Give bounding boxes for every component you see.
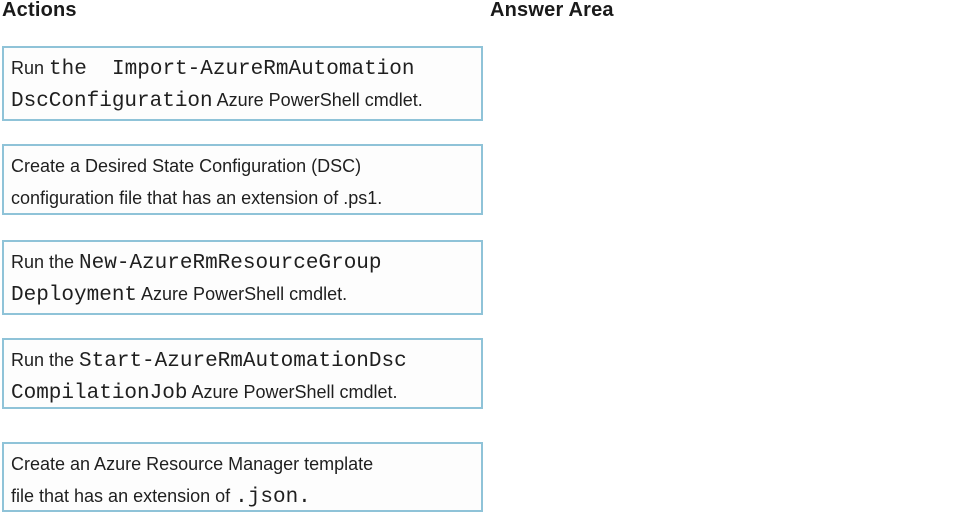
action-text-line: Run the New-AzureRmResourceGroup bbox=[11, 247, 474, 279]
action-text-segment: Azure PowerShell cmdlet. bbox=[212, 90, 423, 110]
action-text-line: Deployment Azure PowerShell cmdlet. bbox=[11, 279, 474, 311]
action-text-segment-cmdlet: .json. bbox=[235, 486, 311, 509]
action-text-line: Run the Start-AzureRmAutomationDsc bbox=[11, 345, 474, 377]
action-text-segment-cmdlet: the Import-AzureRmAutomation bbox=[49, 58, 415, 81]
actions-column-header: Actions bbox=[2, 0, 77, 21]
action-text-segment: Azure PowerShell cmdlet. bbox=[187, 382, 398, 402]
action-text-segment-cmdlet: DscConfiguration bbox=[11, 90, 213, 113]
action-text-line: configuration file that has an extension… bbox=[11, 183, 474, 215]
action-text-segment-cmdlet: CompilationJob bbox=[11, 382, 188, 405]
answer-area-drop-region[interactable] bbox=[490, 30, 973, 510]
action-text-line: file that has an extension of .json. bbox=[11, 481, 474, 512]
action-text-line: Run the Import-AzureRmAutomation bbox=[11, 53, 474, 85]
action-card-create-dsc-configuration-file[interactable]: Create a Desired State Configuration (DS… bbox=[2, 144, 483, 215]
action-text-segment: Run bbox=[11, 58, 50, 78]
action-text-segment: configuration file that has an extension… bbox=[11, 188, 383, 208]
action-text-segment: Run the bbox=[11, 252, 80, 272]
action-text-line: DscConfiguration Azure PowerShell cmdlet… bbox=[11, 85, 474, 117]
action-card-create-arm-template-file[interactable]: Create an Azure Resource Manager templat… bbox=[2, 442, 483, 512]
action-text-line: Create an Azure Resource Manager templat… bbox=[11, 449, 474, 481]
action-text-segment: Run the bbox=[11, 350, 80, 370]
action-text-line: CompilationJob Azure PowerShell cmdlet. bbox=[11, 377, 474, 409]
action-text-segment: Create a Desired State Configuration (DS… bbox=[11, 156, 362, 176]
action-card-start-dsccompilationjob[interactable]: Run the Start-AzureRmAutomationDsc Compi… bbox=[2, 338, 483, 409]
action-text-segment: Azure PowerShell cmdlet. bbox=[137, 284, 348, 304]
action-text-segment-cmdlet: New-AzureRmResourceGroup bbox=[79, 252, 382, 275]
action-card-import-dscconfiguration[interactable]: Run the Import-AzureRmAutomation DscConf… bbox=[2, 46, 483, 121]
action-text-segment-cmdlet: Deployment bbox=[11, 284, 138, 307]
action-text-segment-cmdlet: Start-AzureRmAutomationDsc bbox=[79, 350, 407, 373]
answer-area-column-header: Answer Area bbox=[490, 0, 614, 21]
action-card-new-resourcegroupdeployment[interactable]: Run the New-AzureRmResourceGroup Deploym… bbox=[2, 240, 483, 315]
action-text-line: Create a Desired State Configuration (DS… bbox=[11, 151, 474, 183]
action-text-segment: file that has an extension of bbox=[11, 486, 236, 506]
action-text-segment: Create an Azure Resource Manager templat… bbox=[11, 454, 374, 474]
